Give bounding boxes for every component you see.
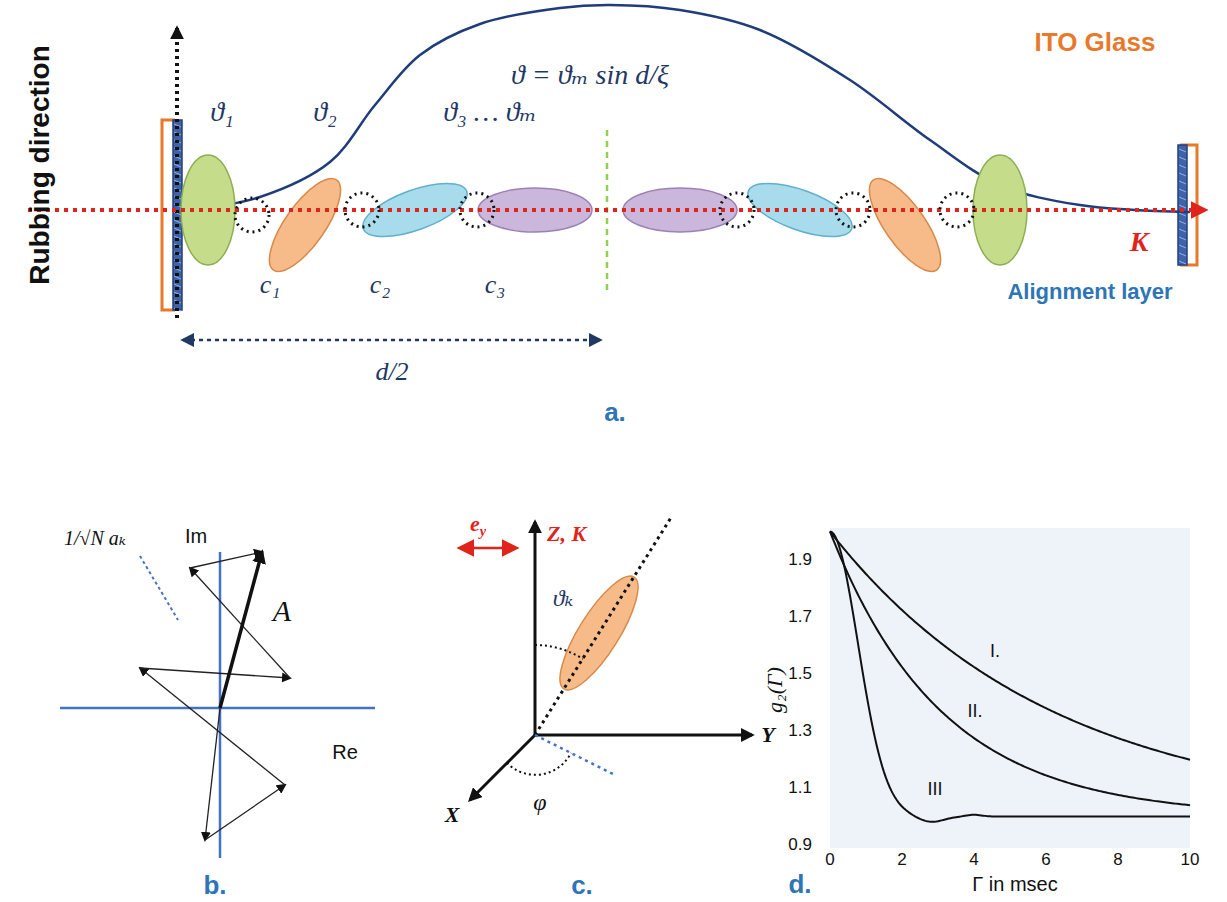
coupling-label: c₁ bbox=[260, 271, 281, 300]
coupling-circle bbox=[235, 198, 269, 232]
angle-label: ϑ₃ … ϑₘ bbox=[443, 97, 536, 128]
vector-label: 1/√N aₖ bbox=[64, 527, 126, 549]
tick-label: 10 bbox=[1181, 851, 1200, 870]
coupling-circle bbox=[720, 193, 754, 227]
glass-texture bbox=[174, 276, 181, 279]
tick-label: 1.1 bbox=[788, 779, 812, 798]
glass-texture bbox=[1179, 229, 1186, 232]
axis-label: X bbox=[445, 803, 460, 827]
angle-label: ϑ₂ bbox=[313, 97, 336, 128]
glass-texture bbox=[174, 172, 181, 175]
dimension-label: d/2 bbox=[375, 358, 408, 387]
dimension-arrow bbox=[183, 339, 600, 342]
axis-arrow bbox=[470, 735, 535, 800]
coupling-circle bbox=[940, 193, 974, 227]
tick-label: 1.7 bbox=[788, 608, 812, 627]
axis-label: Y bbox=[761, 723, 774, 747]
correlation-curve bbox=[830, 532, 1190, 822]
glass-texture bbox=[1179, 237, 1186, 240]
axis-label: Z, K⃗ bbox=[547, 522, 603, 546]
glass-texture bbox=[174, 284, 181, 287]
glass-texture bbox=[1179, 157, 1186, 160]
axis-label: Im bbox=[185, 525, 207, 547]
director-line bbox=[535, 516, 672, 735]
glass-texture bbox=[1179, 213, 1186, 216]
tick-label: 0.9 bbox=[788, 836, 812, 855]
panel-letter: d. bbox=[788, 870, 811, 899]
curve-label: I. bbox=[990, 642, 1000, 662]
phasor-arrow bbox=[140, 668, 290, 678]
vector-label: A bbox=[273, 594, 291, 627]
coupling-label: c₂ bbox=[370, 271, 391, 300]
tick-label: 0 bbox=[825, 851, 834, 870]
phasor-arrow bbox=[205, 708, 220, 840]
glass-texture bbox=[1179, 197, 1186, 200]
molecule bbox=[857, 168, 953, 281]
curve-label: III bbox=[927, 780, 942, 800]
tick-label: 1.9 bbox=[788, 551, 812, 570]
tick-label: 4 bbox=[969, 851, 978, 870]
glass-plate bbox=[1178, 145, 1187, 265]
polarization-arrow bbox=[460, 547, 516, 550]
glass-texture bbox=[1179, 221, 1186, 224]
tick-label: 1.5 bbox=[788, 665, 812, 684]
formula-label: ϑ = ϑₘ sin d/ξ bbox=[511, 60, 669, 91]
axis-caption: Rubbing direction bbox=[25, 45, 56, 285]
angle-label: ϑₖ bbox=[553, 585, 574, 611]
panel-letter: a. bbox=[604, 398, 626, 427]
glass-texture bbox=[174, 228, 181, 231]
tick-label: 8 bbox=[1113, 851, 1122, 870]
vector-label: K⃗ bbox=[1130, 227, 1170, 258]
coupling-circle bbox=[460, 193, 494, 227]
coupling-circle bbox=[345, 193, 379, 227]
axis-title: Γ in msec bbox=[972, 873, 1057, 895]
part-name: Alignment layer bbox=[1007, 280, 1172, 304]
vector-label: ey bbox=[470, 512, 486, 540]
glass-texture bbox=[1179, 245, 1186, 248]
curve-label: II. bbox=[967, 702, 982, 722]
angle-label: ϑ₁ bbox=[210, 97, 233, 128]
glass-texture bbox=[1179, 149, 1186, 152]
glass-texture bbox=[1179, 181, 1186, 184]
resultant-arrow bbox=[220, 552, 262, 708]
glass-texture bbox=[1179, 165, 1186, 168]
glass-texture bbox=[1179, 189, 1186, 192]
correlation-curve bbox=[830, 532, 1190, 760]
angle-arc bbox=[535, 645, 583, 659]
axis-arrow bbox=[535, 734, 752, 737]
axis-arrow bbox=[534, 522, 537, 735]
phasor-arrow bbox=[140, 668, 285, 785]
angle-arc bbox=[507, 753, 571, 775]
panel-letter: c. bbox=[571, 871, 593, 900]
plot-area bbox=[830, 528, 1190, 848]
glass-texture bbox=[1179, 261, 1186, 264]
tick-label: 1.3 bbox=[788, 722, 812, 741]
projection-line bbox=[535, 735, 615, 775]
phasor-arrow bbox=[205, 785, 285, 840]
phasor-arrow bbox=[190, 552, 262, 568]
panel-letter: b. bbox=[203, 871, 226, 900]
glass-texture bbox=[1179, 173, 1186, 176]
glass-texture bbox=[174, 220, 181, 223]
glass-texture bbox=[174, 164, 181, 167]
glass-texture bbox=[1179, 205, 1186, 208]
tick-label: 6 bbox=[1041, 851, 1050, 870]
leader-line bbox=[140, 556, 178, 620]
molecule bbox=[257, 168, 353, 281]
axis-title: g₂(Γ) bbox=[763, 667, 787, 713]
axis-line bbox=[60, 707, 375, 710]
axis-label: Re bbox=[332, 741, 358, 763]
coupling-circle bbox=[836, 193, 870, 227]
correlation-curve bbox=[830, 532, 1190, 806]
rubbing-arrow bbox=[175, 28, 179, 318]
part-name: ITO Glass bbox=[1035, 28, 1156, 57]
coupling-label: c₃ bbox=[485, 271, 506, 300]
glass-texture bbox=[1179, 253, 1186, 256]
angle-label: φ bbox=[533, 789, 546, 815]
tick-label: 2 bbox=[897, 851, 906, 870]
wave-vector-arrow bbox=[28, 208, 1205, 212]
